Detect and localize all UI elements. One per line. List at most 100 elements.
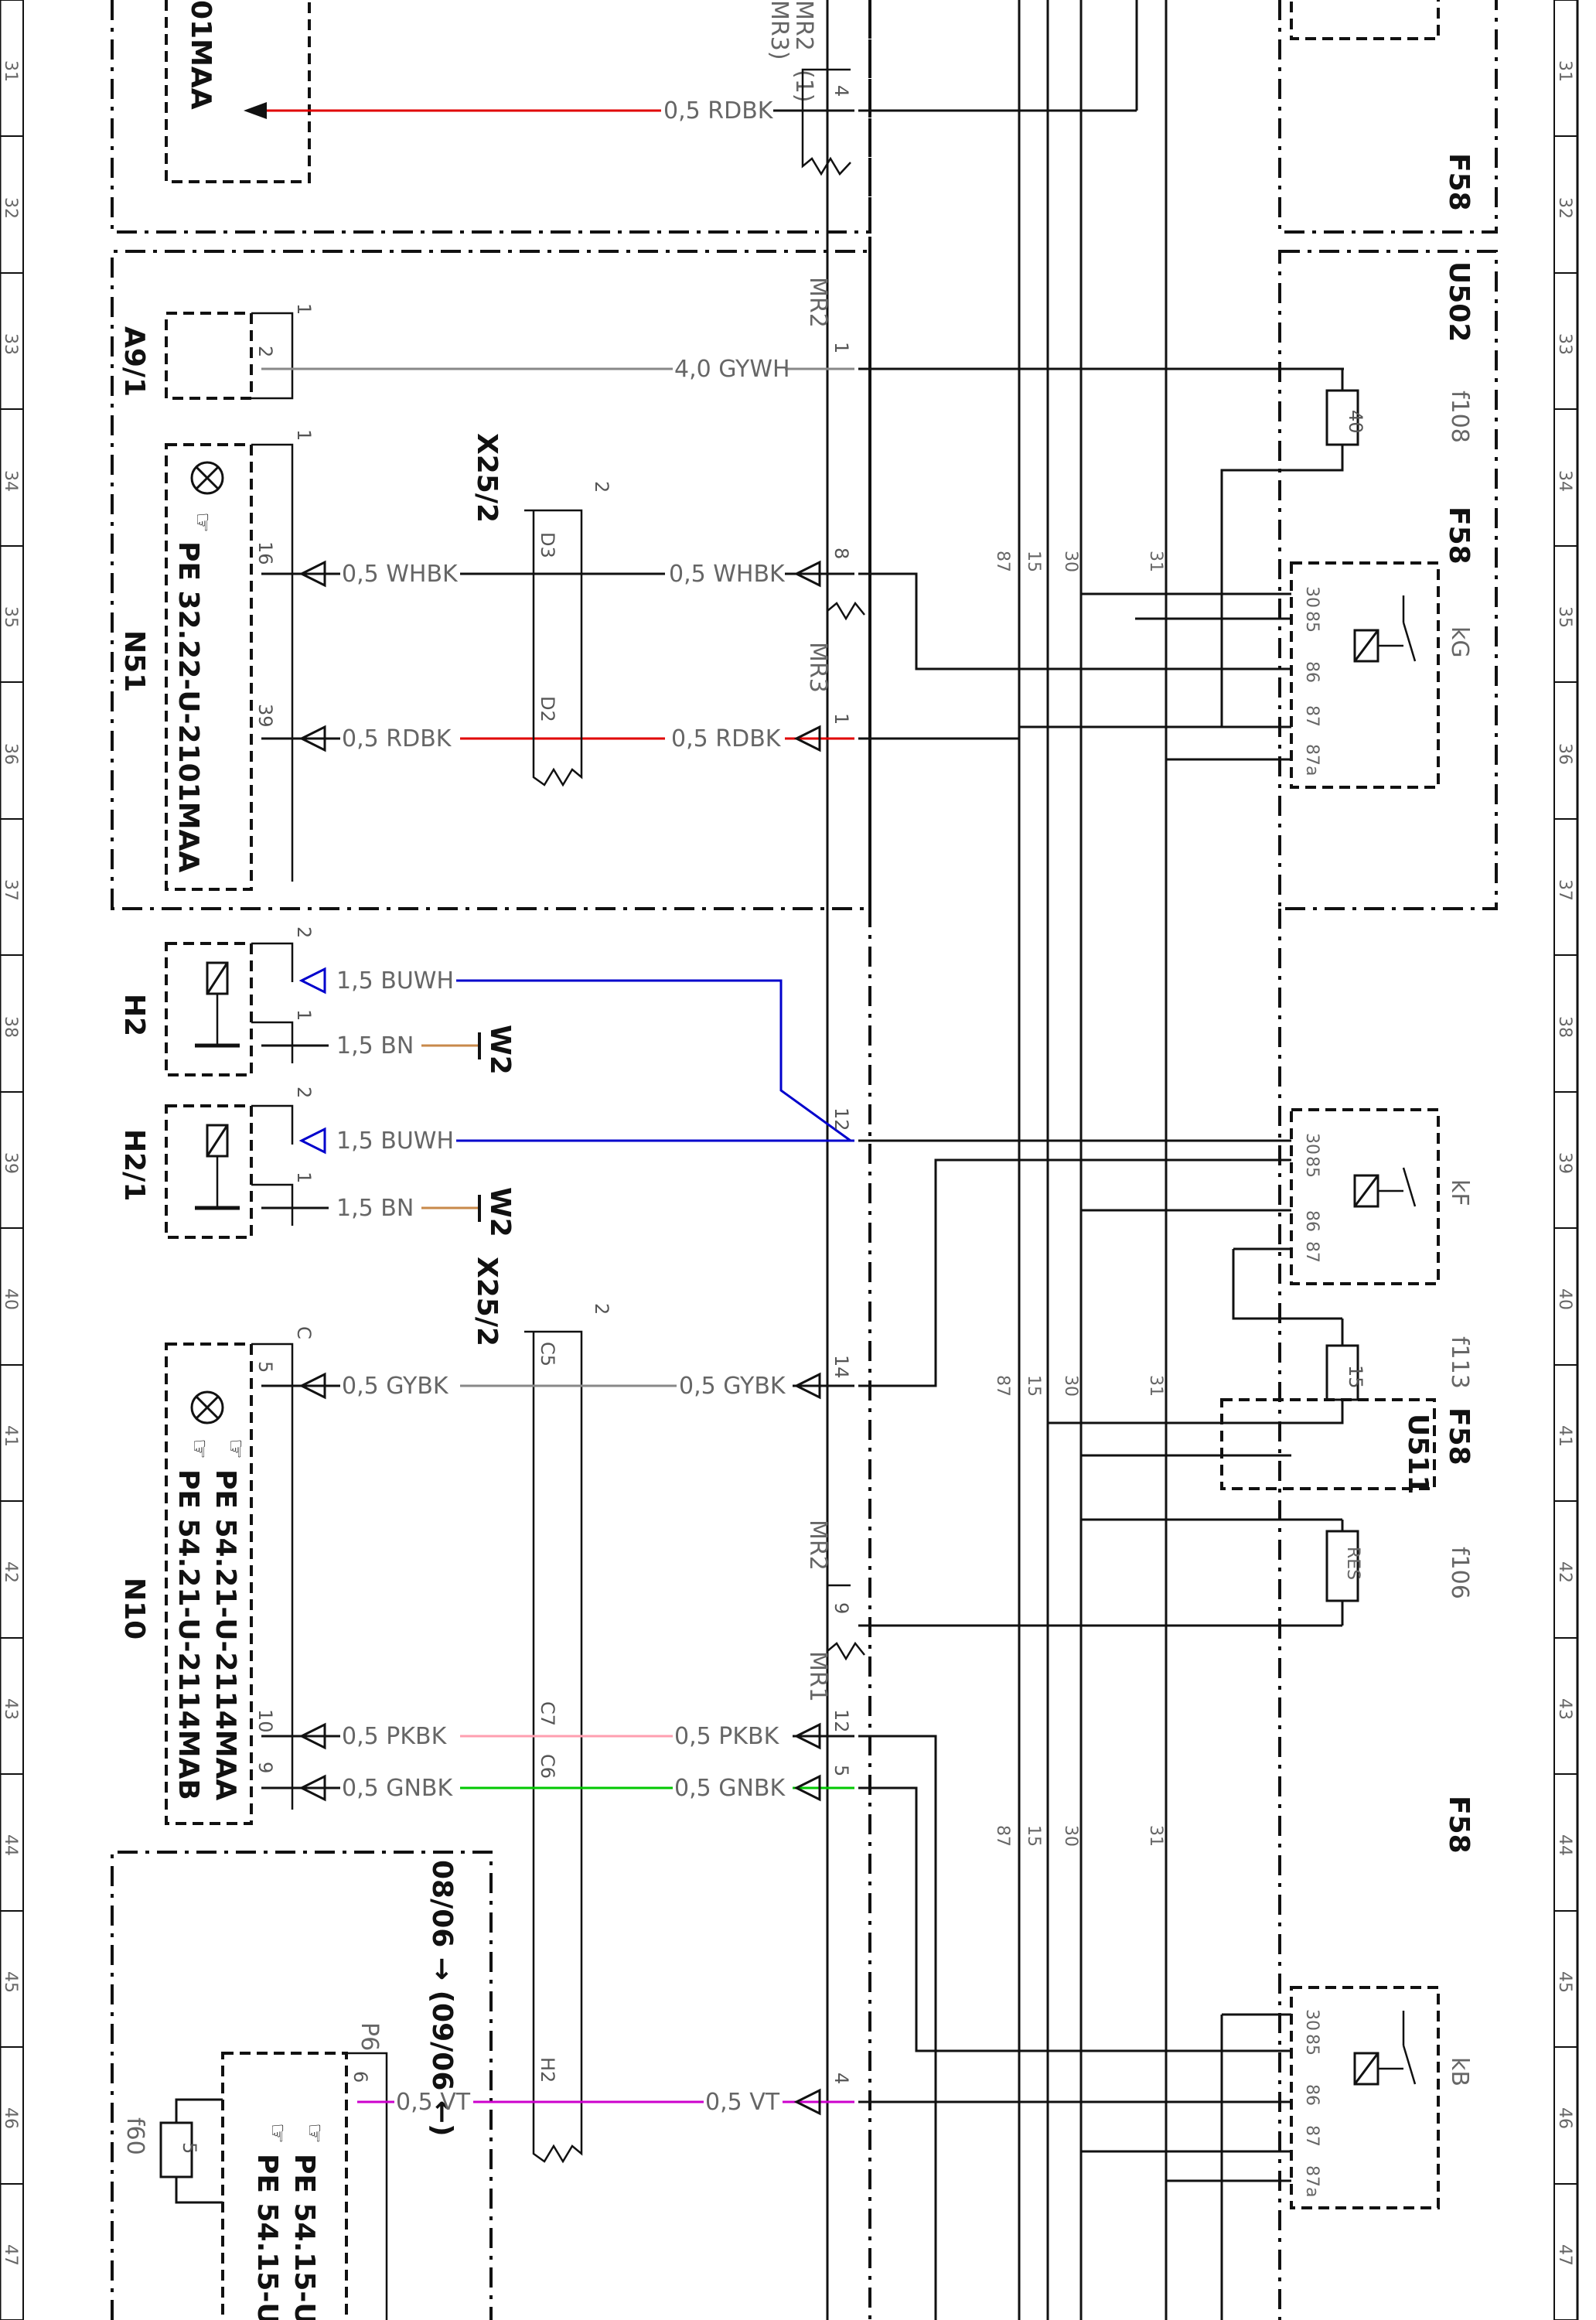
grid-right-number: 37 [1555, 879, 1574, 901]
pin-mr2-1: 1 [830, 342, 852, 353]
f58-label-top: F58 [1443, 153, 1475, 211]
wire-pkbk-to-kb [858, 1735, 937, 2320]
grid-right-number: 35 [1555, 606, 1574, 628]
n10-pin-c: C [293, 1326, 315, 1339]
relay-kg-label: kG [1446, 626, 1473, 658]
grid-right-number: 36 [1555, 743, 1574, 765]
wire-gywh-label: 4,0 GYWH [674, 356, 790, 383]
n51-box [165, 443, 253, 891]
pin-mr2-9: 9 [830, 1602, 852, 1614]
grid-left-number: 41 [1, 1425, 20, 1447]
region-top-frame [111, 0, 871, 234]
grid-left-number: 36 [1, 743, 20, 765]
kb-p86: 86 [1302, 2084, 1321, 2106]
wire-vt-l-label: 0,5 VT [396, 2089, 471, 2116]
bus-31-label: 31 [1146, 1825, 1165, 1847]
wire-rdbk-l-label: 0,5 RDBK [342, 725, 452, 752]
arrow-to-01maa [244, 102, 267, 119]
kg-p86: 86 [1302, 661, 1321, 683]
n10-5-arrow [298, 1372, 326, 1400]
fuse-f106 [1325, 1530, 1359, 1602]
bus-15-label: 15 [1024, 551, 1043, 572]
n10-lamp-icon [190, 1390, 224, 1424]
x25-d3: D3 [537, 532, 558, 558]
relay-kf-frame [1290, 1108, 1440, 1285]
wire-whbk-l-label: 0,5 WHBK [342, 561, 459, 588]
h2-1-pin2: 2 [293, 1087, 315, 1098]
region-p6-frame [111, 1851, 493, 2320]
h2-pin2: 2 [293, 926, 315, 938]
n10-pin-9: 9 [254, 1762, 276, 1773]
relay-kg-frame [1290, 561, 1440, 789]
h2-buwh-arrow [298, 967, 326, 995]
relay-kb-symbol [1353, 2011, 1417, 2086]
bus-87-label: 87 [993, 551, 1012, 572]
bus-15-label: 15 [1024, 1825, 1043, 1847]
grid-right-number: 40 [1555, 1288, 1574, 1310]
n10-label: N10 [118, 1578, 150, 1639]
p6-box [221, 2052, 348, 2320]
n10-pin-10: 10 [254, 1709, 276, 1733]
grid-right-number: 33 [1555, 333, 1574, 355]
mr1-5-arrow [793, 1774, 821, 1802]
h2-1-buwh-arrow [298, 1127, 326, 1155]
x25-c5: C5 [537, 1342, 558, 1366]
grid-left-number: 32 [1, 197, 20, 219]
pin-mr2-8: 8 [830, 548, 852, 559]
n51-pin39: 39 [254, 704, 276, 728]
n51-39-arrow [298, 725, 326, 752]
u511-frame [1220, 1398, 1436, 1490]
h2-bracket [251, 942, 294, 1063]
region-f58-frame-top [1278, 0, 1498, 234]
wire-whbk-r-label: 0,5 WHBK [669, 561, 786, 588]
x25-2-upper-label: X25/2 [471, 433, 503, 523]
h2-label: H2 [118, 994, 150, 1036]
grid-left-number: 39 [1, 1152, 20, 1174]
mr3-1-arrow [793, 725, 821, 752]
fuse-f60-value: 5 [179, 2142, 200, 2154]
n51-lamp-icon [190, 461, 224, 495]
kg-p85: 85 [1302, 611, 1321, 633]
a9-1-pin1: 1 [293, 303, 315, 315]
region-u502-frame [1278, 250, 1498, 910]
relay-kf-symbol [1353, 1167, 1417, 1208]
grid-right-number: 45 [1555, 1971, 1574, 1993]
grid-left [0, 0, 24, 2320]
a9-1-pin2: 2 [254, 346, 276, 357]
module-01maa-label: 01MAA [185, 0, 217, 110]
grid-right-number: 34 [1555, 470, 1574, 492]
bus-31-label: 31 [1146, 551, 1165, 572]
a9-1-label: A9/1 [118, 326, 150, 397]
n10-box [165, 1343, 253, 1825]
n51-bracket [251, 443, 294, 882]
kg-p87: 87 [1302, 705, 1321, 727]
conn-mr3-top: MR3) [766, 0, 793, 60]
grid-left-number: 38 [1, 1016, 20, 1038]
fuse-f113-value: 15 [1345, 1365, 1366, 1389]
relay-top-frame [1290, 0, 1440, 40]
x25-h2: H2 [537, 2057, 558, 2083]
wire-gybk-to-kf [858, 1158, 1291, 1387]
n51-pin16: 16 [254, 541, 276, 565]
h2-1-label: H2/1 [118, 1129, 150, 1201]
pin-mr-14: 14 [830, 1355, 852, 1379]
relay-kb-frame [1290, 1986, 1440, 2209]
grid-right-number: 41 [1555, 1425, 1574, 1447]
grid-right [1553, 0, 1579, 2320]
n51-16-arrow [298, 560, 326, 588]
n10-hand-icon-1: ☞ [222, 1438, 249, 1459]
mr2-8-arrow [793, 560, 821, 588]
h2-1-bracket [251, 1104, 294, 1226]
pin-mr3-1: 1 [830, 713, 852, 725]
wire-f60 [175, 2098, 223, 2204]
wire-gnbk-l-label: 0,5 GNBK [342, 1775, 454, 1802]
wire-pkbk-r-label: 0,5 PKBK [674, 1723, 780, 1750]
conn-mr2-top: MR2 [790, 0, 817, 51]
conn-mr2-a: MR2 [804, 277, 831, 328]
fuse-f113 [1325, 1344, 1359, 1401]
f108-label: f108 [1446, 391, 1473, 443]
grid-right-number: 44 [1555, 1834, 1574, 1856]
h2-relay-icon [195, 961, 240, 1048]
bus-31-label: 31 [1146, 1375, 1165, 1397]
f60-label: f60 [121, 2117, 148, 2155]
